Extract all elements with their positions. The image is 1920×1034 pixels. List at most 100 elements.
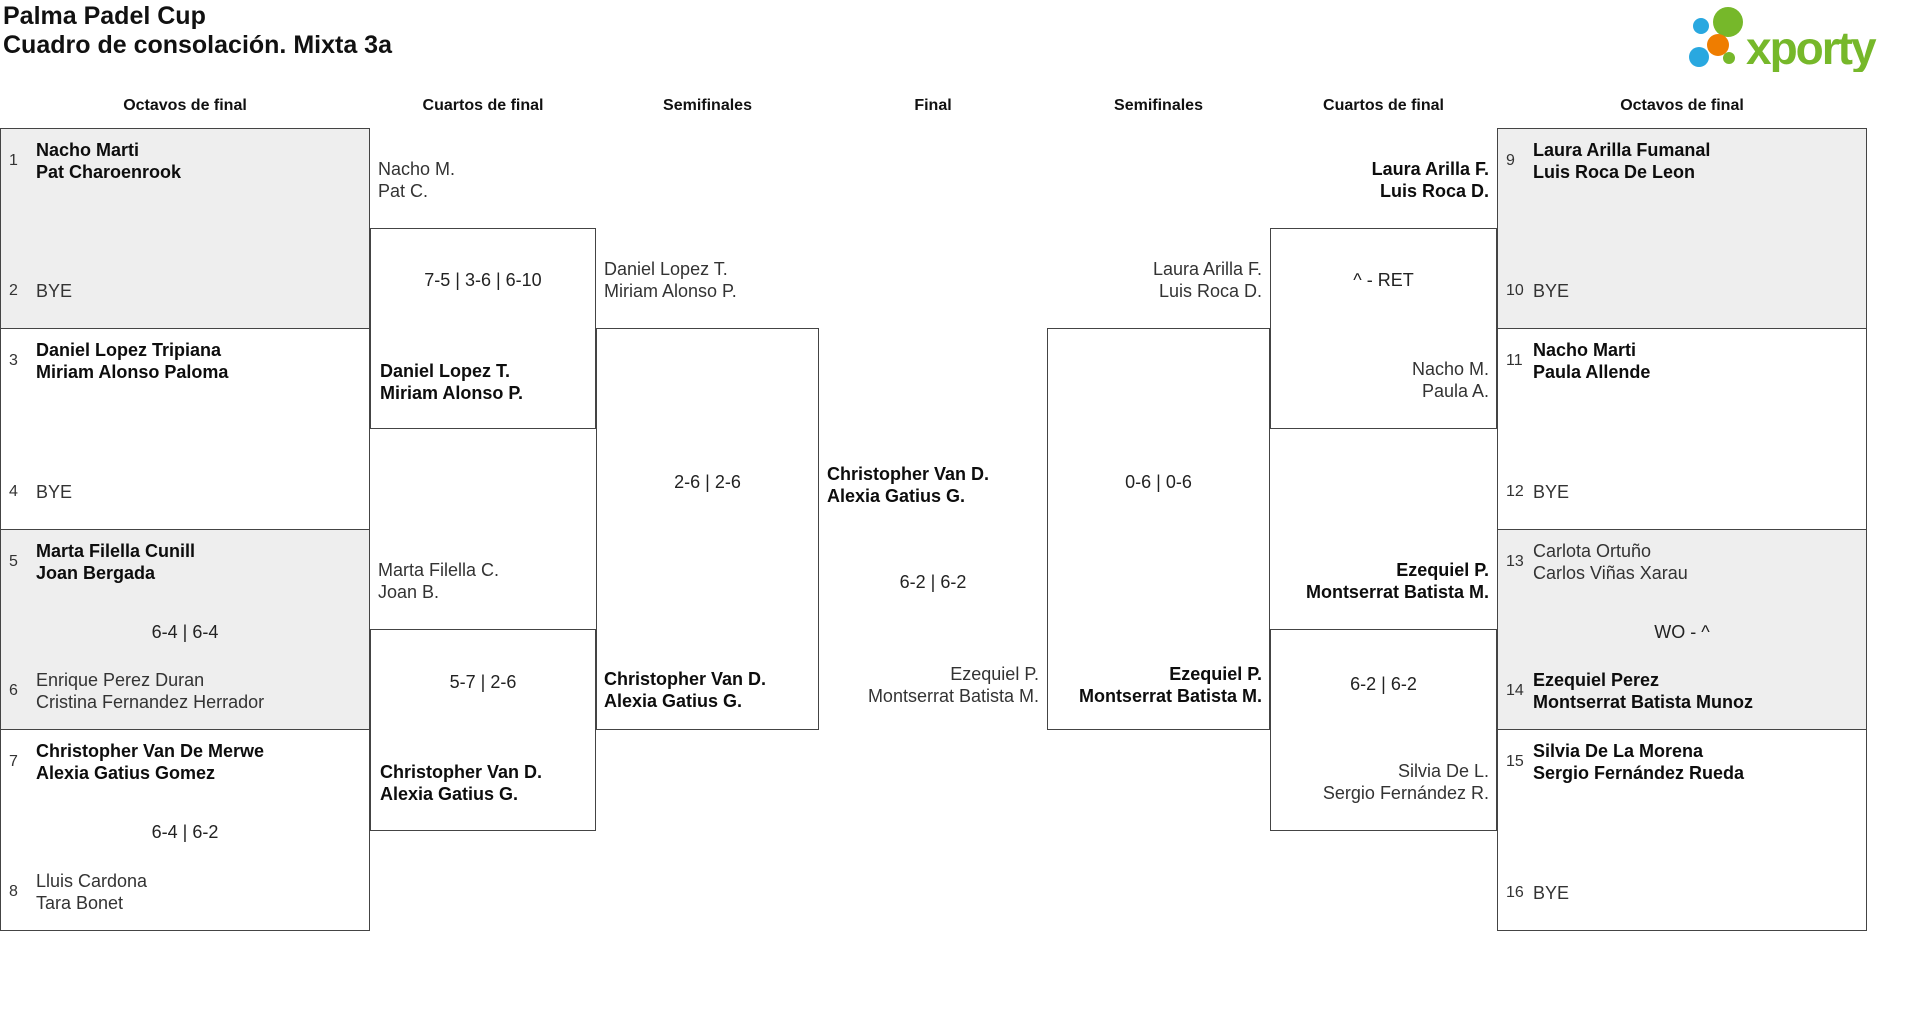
match-box-seeds-11-12: 11 Nacho Marti Paula Allende 12 BYE <box>1497 328 1867 530</box>
qf-left-2-winner-pair: Christopher Van D. Alexia Gatius G. <box>380 761 542 805</box>
player-name: Silvia De L. <box>1397 761 1489 781</box>
match-score: 6-4 | 6-2 <box>151 822 219 842</box>
player-name: Christopher Van D. <box>827 464 990 484</box>
entrant-seed-9: 9 Laura Arilla Fumanal Luis Roca De Leon <box>1506 139 1710 183</box>
match-box-seeds-9-10: 9 Laura Arilla Fumanal Luis Roca De Leon… <box>1497 128 1867 329</box>
player-name: Ezequiel Perez <box>1533 670 1660 690</box>
pair-names: Ezequiel Perez Montserrat Batista Munoz <box>1533 669 1753 713</box>
player-name: Laura Arilla F. <box>1152 259 1262 279</box>
player-name: Cristina Fernandez Herrador <box>36 692 265 712</box>
round-header-semis-left: Semifinales <box>663 97 752 114</box>
match-box-seeds-13-14: 13 Carlota Ortuño Carlos Viñas Xarau WO … <box>1497 529 1867 730</box>
entrant-seed-4: 4 BYE <box>9 481 72 503</box>
player-name: Nacho Marti <box>1533 340 1637 360</box>
player-name: Laura Arilla F. <box>1371 159 1489 179</box>
player-name: Alexia Gatius Gomez <box>36 763 216 783</box>
pair-names: Daniel Lopez Tripiana Miriam Alonso Palo… <box>36 339 228 383</box>
semifinal-left-box <box>596 328 819 730</box>
player-name: Sergio Fernández Rueda <box>1533 763 1745 783</box>
quarterfinal-right-1-box <box>1270 228 1497 429</box>
pair-names: Enrique Perez Duran Cristina Fernandez H… <box>36 669 264 713</box>
pair-names: Laura Arilla Fumanal Luis Roca De Leon <box>1533 139 1710 183</box>
player-name: Montserrat Batista M. <box>867 686 1039 706</box>
seed-number: 1 <box>9 152 18 169</box>
player-name: Ezequiel P. <box>1169 664 1262 684</box>
seed-number: 13 <box>1506 553 1524 570</box>
pair-names: Lluis Cardona Tara Bonet <box>36 870 147 914</box>
entrant-seed-15: 15 Silvia De La Morena Sergio Fernández … <box>1506 740 1744 784</box>
quarterfinal-left-2-box <box>370 629 596 831</box>
pair-names: Christopher Van De Merwe Alexia Gatius G… <box>36 740 264 784</box>
seed-number: 11 <box>1506 352 1523 369</box>
player-name: Sergio Fernández R. <box>1322 783 1489 803</box>
qf-right-1-winner-pair: Laura Arilla F. Luis Roca D. <box>1372 158 1489 202</box>
player-name: Tara Bonet <box>36 893 124 913</box>
xporty-logo[interactable]: xporty <box>1688 4 1908 72</box>
entrant-seed-13: 13 Carlota Ortuño Carlos Viñas Xarau <box>1506 540 1688 584</box>
player-name: Ezequiel P. <box>1396 560 1489 580</box>
sf-left-loser-pair: Daniel Lopez T. Miriam Alonso P. <box>604 258 737 302</box>
pair-names: BYE <box>36 481 72 503</box>
player-name: Joan B. <box>378 582 440 602</box>
semifinal-right-box <box>1047 328 1270 730</box>
qf-right-2-score: 6-2 | 6-2 <box>1350 674 1417 694</box>
player-name: Montserrat Batista M. <box>1078 686 1262 706</box>
match-box-seeds-7-8: 7 Christopher Van De Merwe Alexia Gatius… <box>0 729 370 931</box>
player-name: Ezequiel P. <box>950 664 1039 684</box>
seed-number: 7 <box>9 753 18 770</box>
match-score: WO - ^ <box>1654 622 1710 642</box>
player-name: Nacho M. <box>1411 359 1489 379</box>
player-name: Alexia Gatius G. <box>604 691 743 711</box>
logo-dot-green-small <box>1723 52 1735 64</box>
round-header-final: Final <box>914 97 952 114</box>
player-name: BYE <box>1533 281 1570 301</box>
entrant-seed-12: 12 BYE <box>1506 481 1569 503</box>
logo-dot-orange <box>1707 34 1729 56</box>
round-header-octavos-right: Octavos de final <box>1620 97 1744 114</box>
seed-number: 2 <box>9 282 18 299</box>
final-score: 6-2 | 6-2 <box>899 572 967 592</box>
logo-dot-green-large <box>1713 7 1743 37</box>
seed-number: 4 <box>9 483 18 500</box>
seed-number: 14 <box>1506 682 1524 699</box>
logo-dot-blue-large <box>1689 47 1709 67</box>
quarterfinal-left-1-box <box>370 228 596 429</box>
match-box-seeds-5-6: 5 Marta Filella Cunill Joan Bergada 6-4 … <box>0 529 370 730</box>
match-score: 6-4 | 6-4 <box>151 622 219 642</box>
player-name: Daniel Lopez Tripiana <box>36 340 222 360</box>
player-name: Carlos Viñas Xarau <box>1533 563 1688 583</box>
player-name: Luis Roca D. <box>1158 281 1262 301</box>
player-name: Silvia De La Morena <box>1533 741 1704 761</box>
entrant-seed-14: 14 Ezequiel Perez Montserrat Batista Mun… <box>1506 669 1753 713</box>
match-box-seeds-15-16: 15 Silvia De La Morena Sergio Fernández … <box>1497 729 1867 931</box>
player-name: Luis Roca De Leon <box>1533 162 1696 182</box>
player-name: Montserrat Batista Munoz <box>1533 692 1754 712</box>
qf-left-1-winner-pair: Daniel Lopez T. Miriam Alonso P. <box>380 360 523 404</box>
player-name: BYE <box>36 281 73 301</box>
final-runner-up-pair: Ezequiel P. Montserrat Batista M. <box>868 663 1039 707</box>
final-winner-pair: Christopher Van D. Alexia Gatius G. <box>827 463 989 507</box>
entrant-seed-8: 8 Lluis Cardona Tara Bonet <box>9 870 147 914</box>
player-name: Montserrat Batista M. <box>1305 582 1489 602</box>
seed-number: 9 <box>1506 152 1515 169</box>
qf-left-1-score: 7-5 | 3-6 | 6-10 <box>424 270 542 290</box>
player-name: Laura Arilla Fumanal <box>1533 140 1711 160</box>
player-name: Pat Charoenrook <box>36 162 182 182</box>
player-name: Carlota Ortuño <box>1533 541 1652 561</box>
entrant-seed-11: 11 Nacho Marti Paula Allende <box>1506 339 1650 383</box>
entrant-seed-6: 6 Enrique Perez Duran Cristina Fernandez… <box>9 669 264 713</box>
seed-number: 16 <box>1506 884 1524 901</box>
match-box-seeds-3-4: 3 Daniel Lopez Tripiana Miriam Alonso Pa… <box>0 328 370 530</box>
player-name: Joan Bergada <box>36 563 156 583</box>
seed-number: 3 <box>9 352 18 369</box>
pair-names: BYE <box>36 280 72 302</box>
player-name: Daniel Lopez T. <box>380 361 511 381</box>
quarterfinal-right-2-box <box>1270 629 1497 831</box>
qf-right-1-loser-pair: Nacho M. Paula A. <box>1412 358 1489 402</box>
seed-number: 15 <box>1506 753 1524 770</box>
qf-right-2-loser-pair: Silvia De L. Sergio Fernández R. <box>1323 760 1489 804</box>
pair-names: Nacho Marti Pat Charoenrook <box>36 139 181 183</box>
entrant-seed-5: 5 Marta Filella Cunill Joan Bergada <box>9 540 195 584</box>
pair-names: Silvia De La Morena Sergio Fernández Rue… <box>1533 740 1744 784</box>
